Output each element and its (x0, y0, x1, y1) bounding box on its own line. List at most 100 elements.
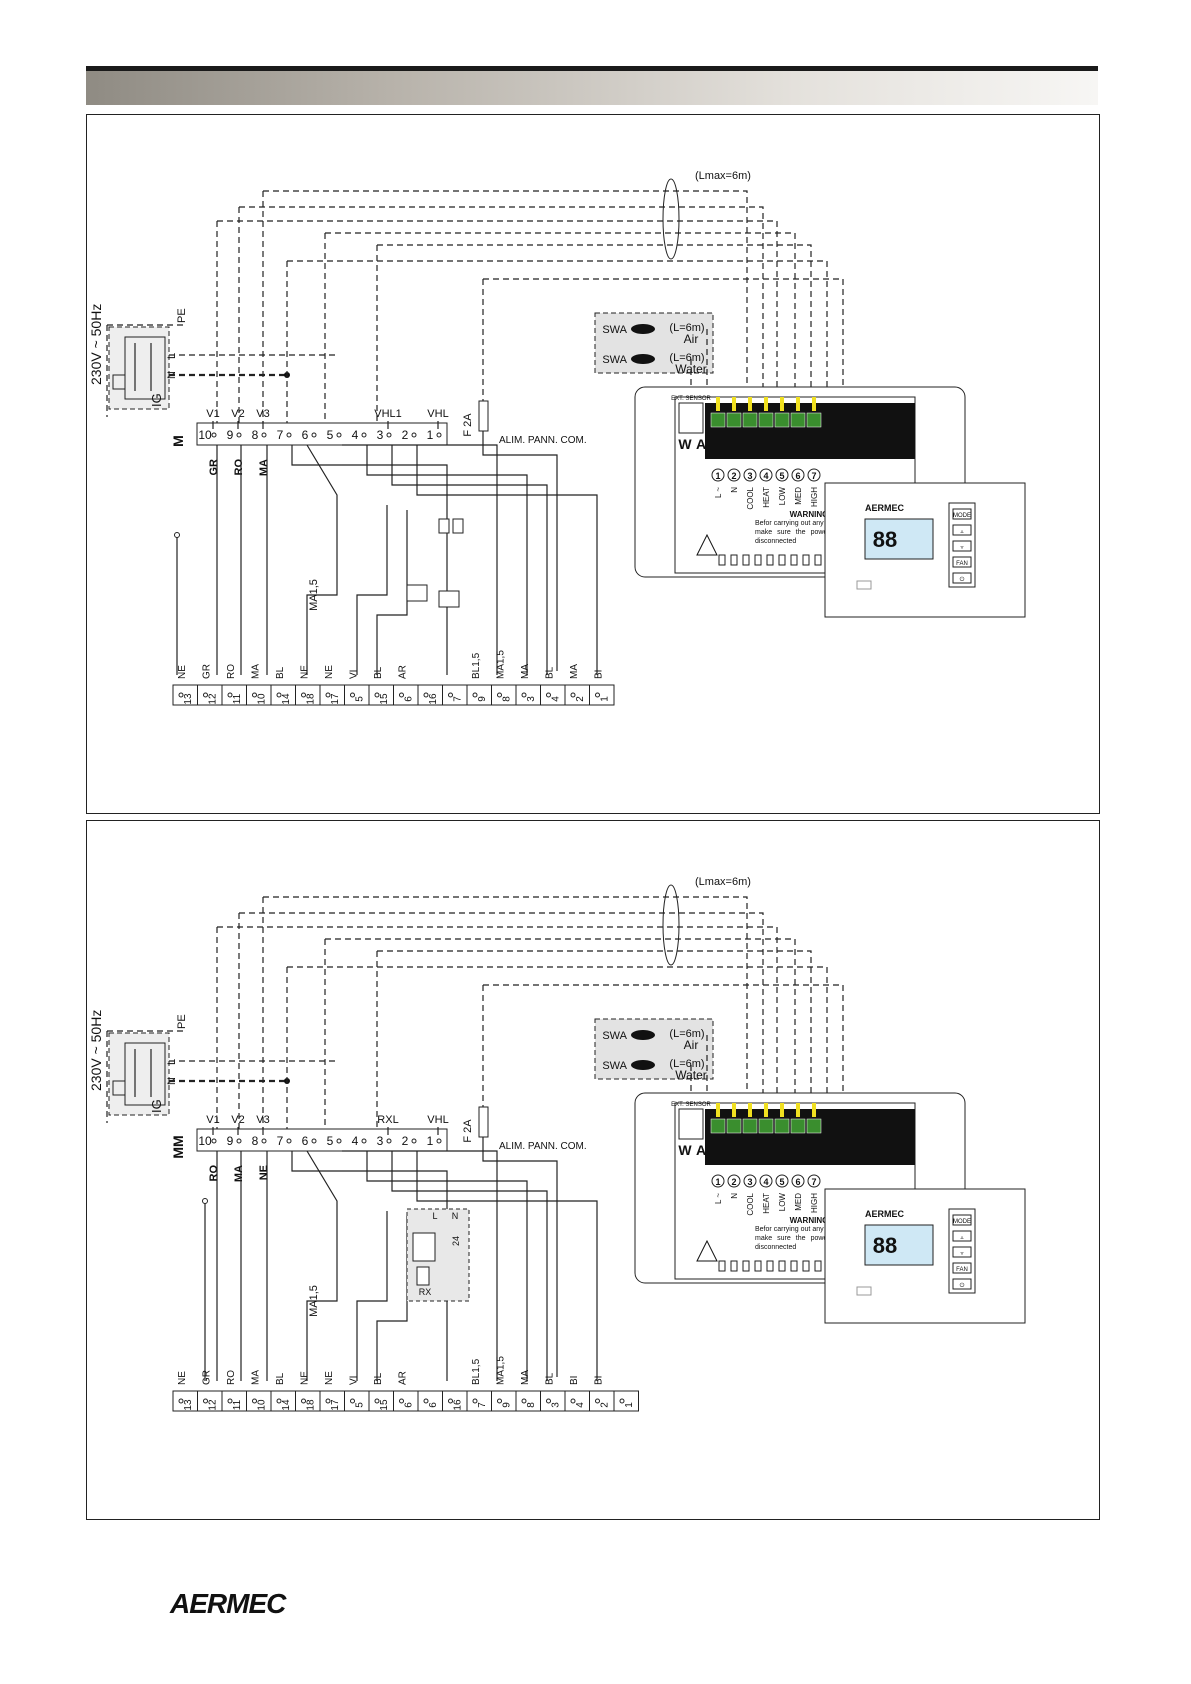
bottom-wire-color: BI (594, 670, 605, 679)
bottom-terminal-number: 18 (306, 1399, 317, 1411)
remote-button (952, 1246, 972, 1258)
control-cable (217, 926, 778, 1109)
bottom-terminal-number: 6 (404, 1402, 415, 1408)
terminal-screw (325, 1398, 331, 1404)
wire-color-label: GR (208, 459, 220, 476)
bottom-terminal-number: 6 (404, 696, 415, 702)
terminal-screw (252, 692, 257, 698)
panel-term-number: 4 (763, 471, 768, 481)
bottom-wire-color: NE (324, 665, 335, 679)
terminal-number: 6 (302, 1134, 309, 1148)
bottom-wire-color: MA (520, 1370, 531, 1385)
terminal-tag: V2 (231, 408, 244, 420)
bottom-terminal-number: 11 (232, 1399, 243, 1410)
wire-color-label: NE (258, 1165, 270, 1180)
bottom-terminal-number: 17 (330, 1399, 341, 1411)
terminal-screw (203, 1398, 208, 1404)
terminal-screw (386, 1138, 392, 1144)
bottom-terminal-number: 7 (453, 696, 464, 702)
receiver-label: RX (419, 1287, 432, 1297)
wire (376, 1216, 408, 1381)
terminal-screw (261, 432, 267, 438)
panel-term-label: HIGH (810, 487, 819, 507)
terminal-screw (203, 692, 208, 698)
wire (356, 505, 388, 675)
terminal-number: 8 (252, 428, 259, 442)
wire (291, 445, 448, 675)
terminal-screw (595, 1398, 600, 1404)
panel-term-number: 6 (795, 1177, 800, 1187)
terminal-screw (311, 1138, 317, 1144)
isolator-coil (112, 374, 126, 390)
fuse-wire (482, 431, 558, 671)
warning-text-box: Befor carrying out any work, please make… (755, 520, 865, 545)
bottom-wire-color: BL (545, 666, 556, 679)
supply-label: 230V ~ 50Hz (88, 1010, 104, 1091)
a-label: A (696, 1142, 706, 1158)
terminal-number: 9 (227, 428, 234, 442)
terminal-screw (448, 1398, 453, 1404)
bottom-wire-color: RO (226, 1370, 237, 1385)
ma15-label: MA1,5 (308, 579, 320, 611)
remote-button (952, 572, 972, 584)
vent-slot (730, 1260, 738, 1272)
bottom-wire-color: MA1,5 (496, 1356, 507, 1385)
bottom-terminal-number: 8 (502, 696, 513, 702)
terminal-number: 1 (427, 428, 434, 442)
relay-icon (438, 590, 460, 608)
terminal-block-housing (705, 1109, 915, 1165)
warning-title: WARNING (790, 1216, 829, 1225)
bottom-terminal-number: 9 (502, 1402, 513, 1408)
yellow-wire-end (796, 1103, 800, 1117)
relay-icon (406, 584, 428, 602)
vent-slot (754, 1260, 762, 1272)
bottom-terminal-number: 15 (379, 1399, 390, 1411)
yellow-wire-end (732, 397, 736, 411)
bottom-terminal-number: 6 (428, 1402, 439, 1408)
bottom-wire-color: VI (349, 670, 360, 679)
panel-term-number: 7 (811, 1177, 816, 1187)
bottom-terminal-number: 9 (477, 696, 488, 702)
terminal-screw (336, 1138, 342, 1144)
panel-term-circle (711, 1174, 725, 1188)
terminal-strip (196, 422, 448, 446)
receiver-label: 24 (451, 1236, 461, 1246)
terminal-screw (570, 692, 576, 698)
yellow-wire-end (796, 397, 800, 411)
fuse-wire (482, 1137, 558, 1377)
remote-display-value: 88 (873, 1233, 897, 1258)
terminal-screw-green (790, 412, 806, 428)
terminal-screw (546, 692, 551, 698)
bottom-wire-color: BL (275, 1372, 286, 1385)
terminal-screw (336, 432, 342, 438)
sensor-name: SWA (602, 354, 627, 366)
terminal-end (174, 532, 180, 538)
terminal-screw (411, 1138, 417, 1144)
terminal-strip-label: MM (170, 1135, 186, 1158)
panel-term-circle (791, 468, 805, 482)
bottom-terminal-number: 2 (600, 1402, 611, 1408)
terminal-number: 7 (277, 1134, 284, 1148)
bottom-wire-color: AR (398, 665, 409, 679)
bottom-terminal-number: 4 (575, 1402, 586, 1408)
yellow-wire-end (812, 1103, 816, 1117)
bottom-terminal-number: 16 (453, 1399, 464, 1411)
terminal-screw (350, 692, 355, 698)
switch-contact-icon (438, 518, 450, 534)
yellow-wire-end (748, 397, 752, 411)
switch-contact-icon (452, 518, 464, 534)
panel-term-number: 2 (731, 1177, 736, 1187)
wire (342, 444, 498, 675)
panel-term-label: HEAT (762, 1193, 771, 1214)
terminal-screw (411, 432, 417, 438)
bottom-terminal-number: 10 (257, 693, 268, 705)
panel-term-label: LOW (778, 1193, 787, 1212)
panel-term-label: LOW (778, 487, 787, 506)
terminal-screw-green (758, 412, 774, 428)
remote-ir-window (856, 580, 872, 590)
vent-slot (742, 554, 750, 566)
terminal-screw (311, 432, 317, 438)
remote-button (952, 508, 972, 520)
panel-term-circle (775, 1174, 789, 1188)
remote-display-value: 88 (873, 527, 897, 552)
